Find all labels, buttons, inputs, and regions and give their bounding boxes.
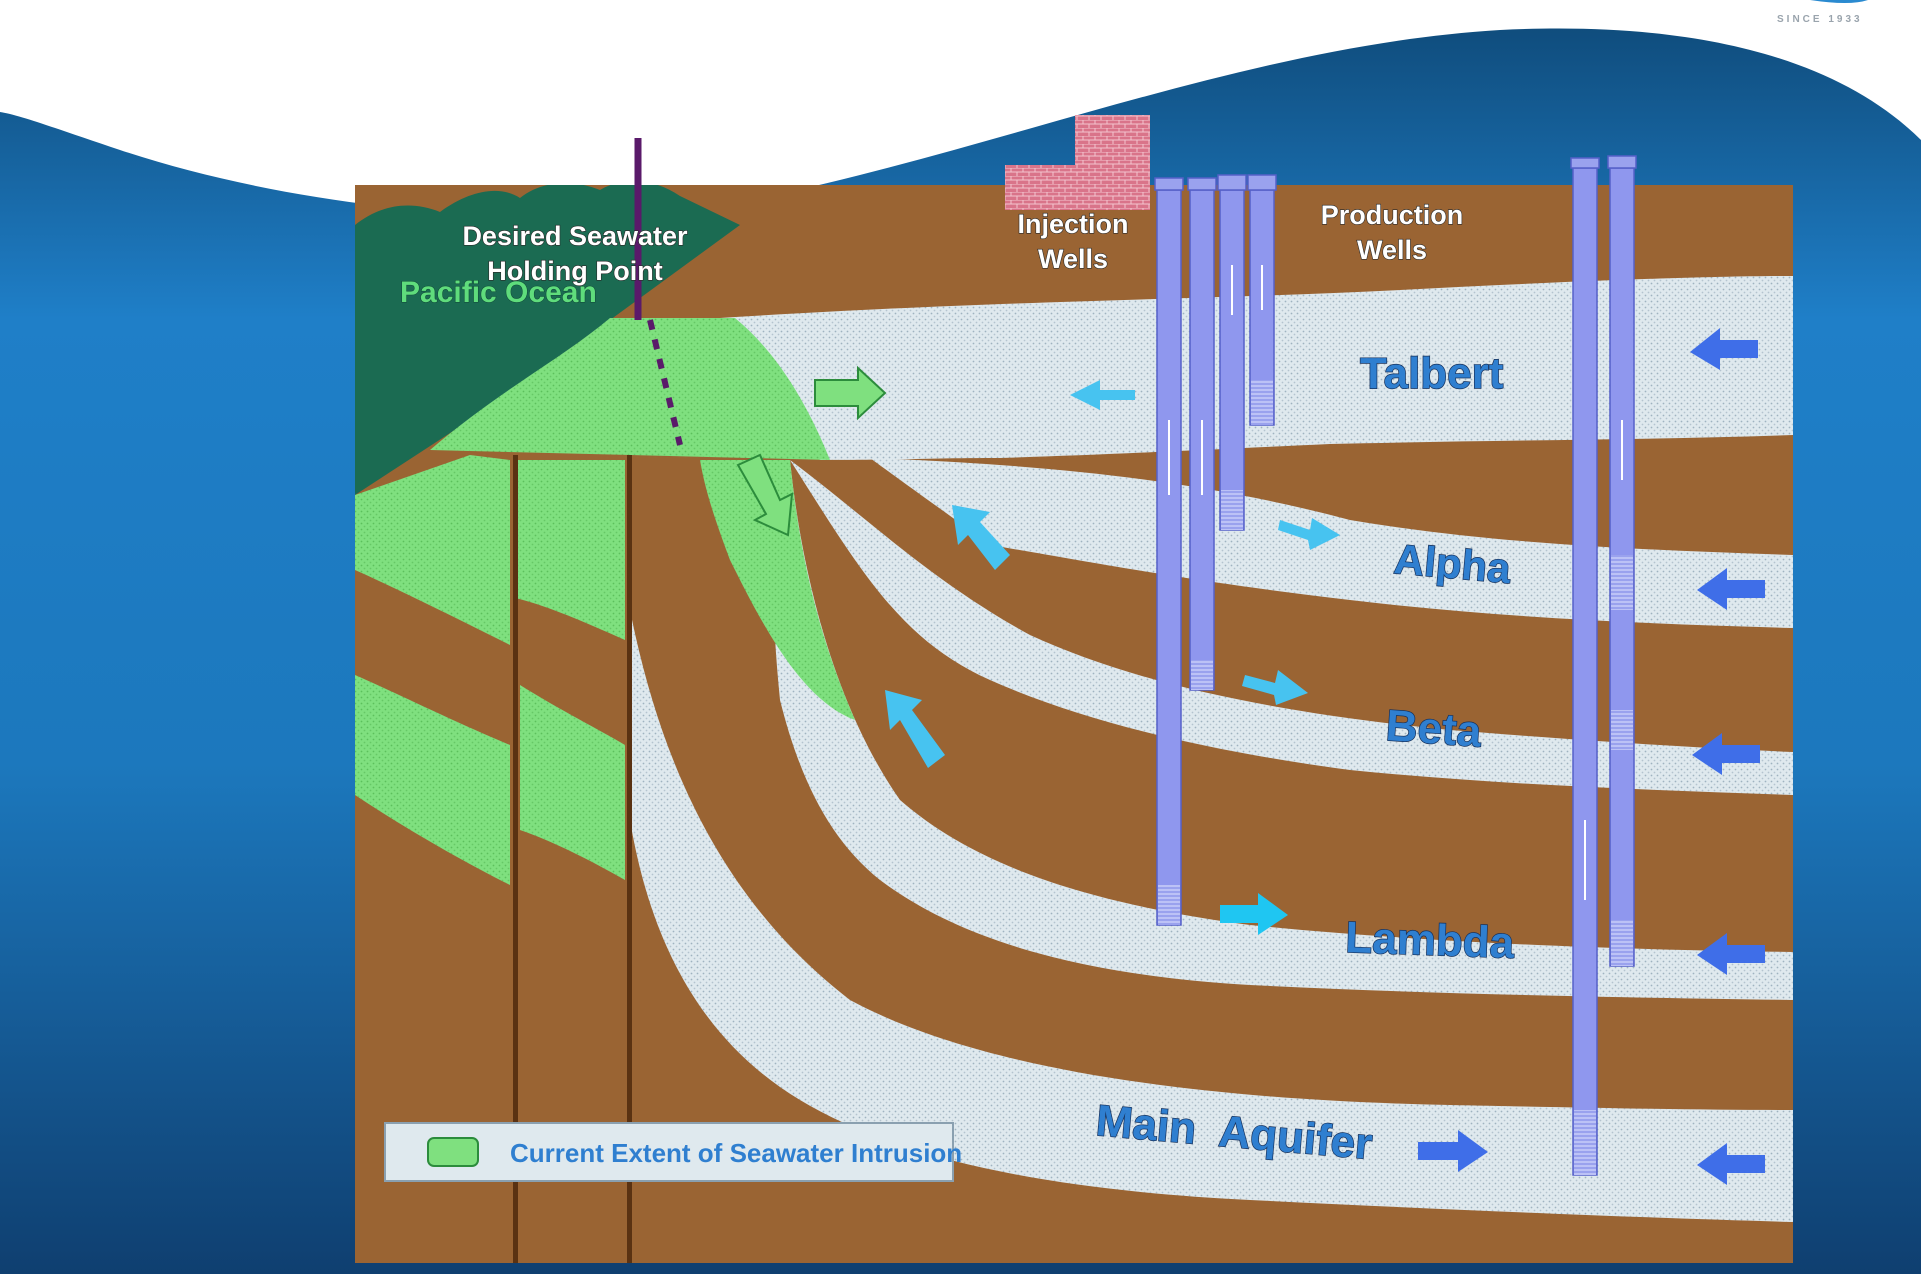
arrow-cyan-up-2 (885, 690, 945, 768)
arrow-blue-talbert (1690, 328, 1758, 370)
label-holding-point-line1: Desired Seawater (462, 221, 688, 251)
seawater-intrusion-left-2 (515, 460, 625, 640)
fault-line-1 (513, 455, 518, 1263)
fault-line-2 (627, 455, 632, 1263)
production-well-2-screen-2 (1611, 710, 1633, 750)
cross-section (355, 185, 1793, 1263)
label-lambda: Lambda (1345, 913, 1516, 968)
production-flow-lines (1584, 420, 1623, 900)
arrow-green-down (736, 453, 794, 537)
legend: Current Extent of Seawater Intrusion (384, 1122, 962, 1182)
legend-box (384, 1122, 954, 1182)
production-well-2-screen-3 (1611, 920, 1633, 966)
seawater-intrusion-left-1 (355, 455, 510, 645)
arrow-blue-beta (1692, 733, 1760, 775)
production-well-1-screen (1574, 1110, 1596, 1175)
label-pacific-ocean: Pacific Ocean (400, 276, 597, 309)
label-injection-line1: Injection (1017, 209, 1128, 239)
logo-icon (1810, 0, 1868, 3)
arrow-cyan-alpha (1278, 518, 1340, 550)
injection-well-1 (1156, 189, 1182, 926)
injection-well-4-screen (1251, 380, 1273, 425)
ocean-waves (355, 185, 740, 225)
flow-arrows (736, 328, 1765, 1185)
logo-tagline: SINCE 1933 (1777, 14, 1863, 25)
arrow-cyan-beta (1242, 670, 1308, 705)
legend-label: Current Extent of Seawater Intrusion (510, 1138, 962, 1168)
seawater-intrusion-left-4 (520, 685, 625, 880)
arrow-green-right (814, 365, 887, 421)
arrow-blue-main-right (1418, 1130, 1488, 1172)
flow-direction-lines (1168, 265, 1263, 495)
aquifer-band-main (630, 610, 1793, 1222)
arrow-cyan-lambda (1220, 893, 1288, 935)
aquifer-band-beta (790, 460, 1793, 795)
arrow-cyan-talbert (1070, 380, 1135, 410)
injection-well-3-screen (1221, 490, 1243, 530)
arrow-blue-lambda (1697, 933, 1765, 975)
injection-building-tower (1075, 115, 1150, 210)
production-wells (1570, 155, 1637, 1176)
label-beta: Beta (1384, 701, 1483, 757)
label-injection-line2: Wells (1038, 244, 1108, 274)
injection-wells (1154, 174, 1277, 926)
holding-point-dashed-line (647, 319, 683, 446)
label-production-line1: Production (1321, 200, 1464, 230)
seawater-intrusion-left-3 (355, 675, 510, 885)
production-wellheads (1570, 155, 1637, 169)
arrow-cyan-up-1 (952, 505, 1010, 570)
production-well-2-screen-1 (1611, 555, 1633, 610)
label-alpha: Alpha (1392, 535, 1513, 592)
label-holding-point-line2: Holding Point (487, 256, 662, 286)
legend-swatch (427, 1137, 479, 1167)
injection-well-1-screen (1158, 885, 1180, 925)
label-production-line2: Wells (1357, 235, 1427, 265)
arrow-blue-main-left (1697, 1143, 1765, 1185)
injection-well-2-screen (1191, 660, 1213, 690)
injection-building-base (1005, 165, 1080, 210)
injection-well-3 (1219, 189, 1245, 531)
arrow-blue-alpha (1697, 568, 1765, 610)
aquifer-band-alpha (870, 458, 1793, 628)
seawater-intrusion-upper (430, 318, 830, 460)
seawater-intrusion-diagonal (700, 460, 855, 720)
production-well-1 (1572, 167, 1598, 1176)
white-wave-header (0, 0, 1921, 216)
label-talbert: Talbert (1360, 349, 1504, 398)
pacific-ocean-wedge (355, 225, 740, 495)
injection-wellheads (1154, 174, 1277, 191)
